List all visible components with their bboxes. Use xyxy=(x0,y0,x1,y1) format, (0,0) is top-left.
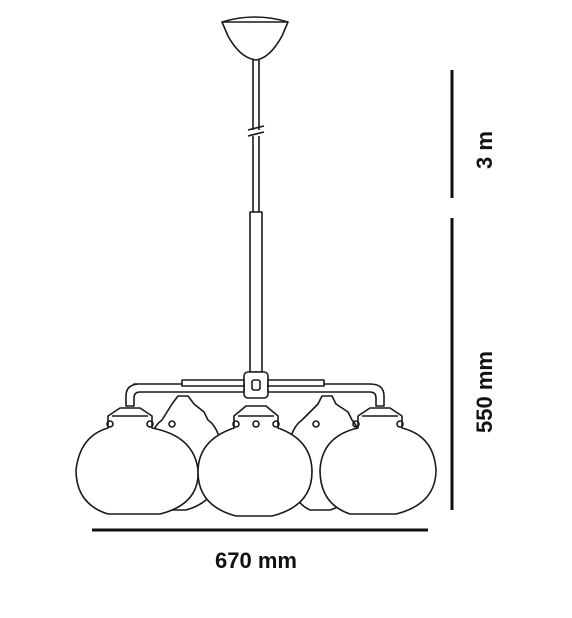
ceiling-canopy xyxy=(221,16,289,61)
width-label: 670 mm xyxy=(215,548,297,573)
cable-length-label: 3 m xyxy=(472,131,497,169)
suspension-rod xyxy=(249,211,263,373)
center-hub xyxy=(243,371,269,399)
dimension-width: 670 mm xyxy=(92,528,428,573)
shade-front-left xyxy=(75,407,199,515)
drop-height-label: 550 mm xyxy=(472,351,497,433)
chandelier-arms xyxy=(125,379,385,407)
dimension-cable-length: 3 m xyxy=(450,70,497,198)
shade-front-right xyxy=(319,407,437,515)
shade-front-center xyxy=(197,405,313,517)
dimension-drop-height: 550 mm xyxy=(450,218,497,510)
suspension-cable xyxy=(247,60,265,212)
